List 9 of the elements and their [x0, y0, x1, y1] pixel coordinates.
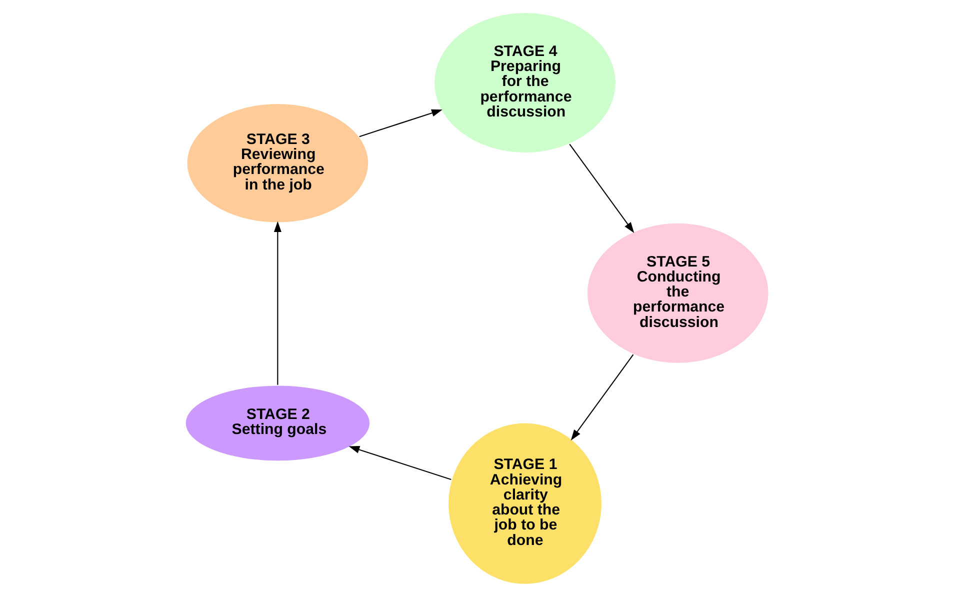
node-ellipse: STAGE 4 Preparing for the performance discussion [432, 12, 616, 154]
node-ellipse: STAGE 3 Reviewing performance in the job [186, 102, 369, 224]
arrow [568, 144, 634, 233]
arrow [273, 221, 281, 385]
arrow [348, 446, 451, 480]
node-circle: STAGE 1 Achieving clarity about the job to be done [446, 422, 602, 585]
arrow [358, 109, 442, 138]
node-ellipse: STAGE 2 Setting goals [184, 384, 370, 462]
arrow [570, 354, 634, 440]
